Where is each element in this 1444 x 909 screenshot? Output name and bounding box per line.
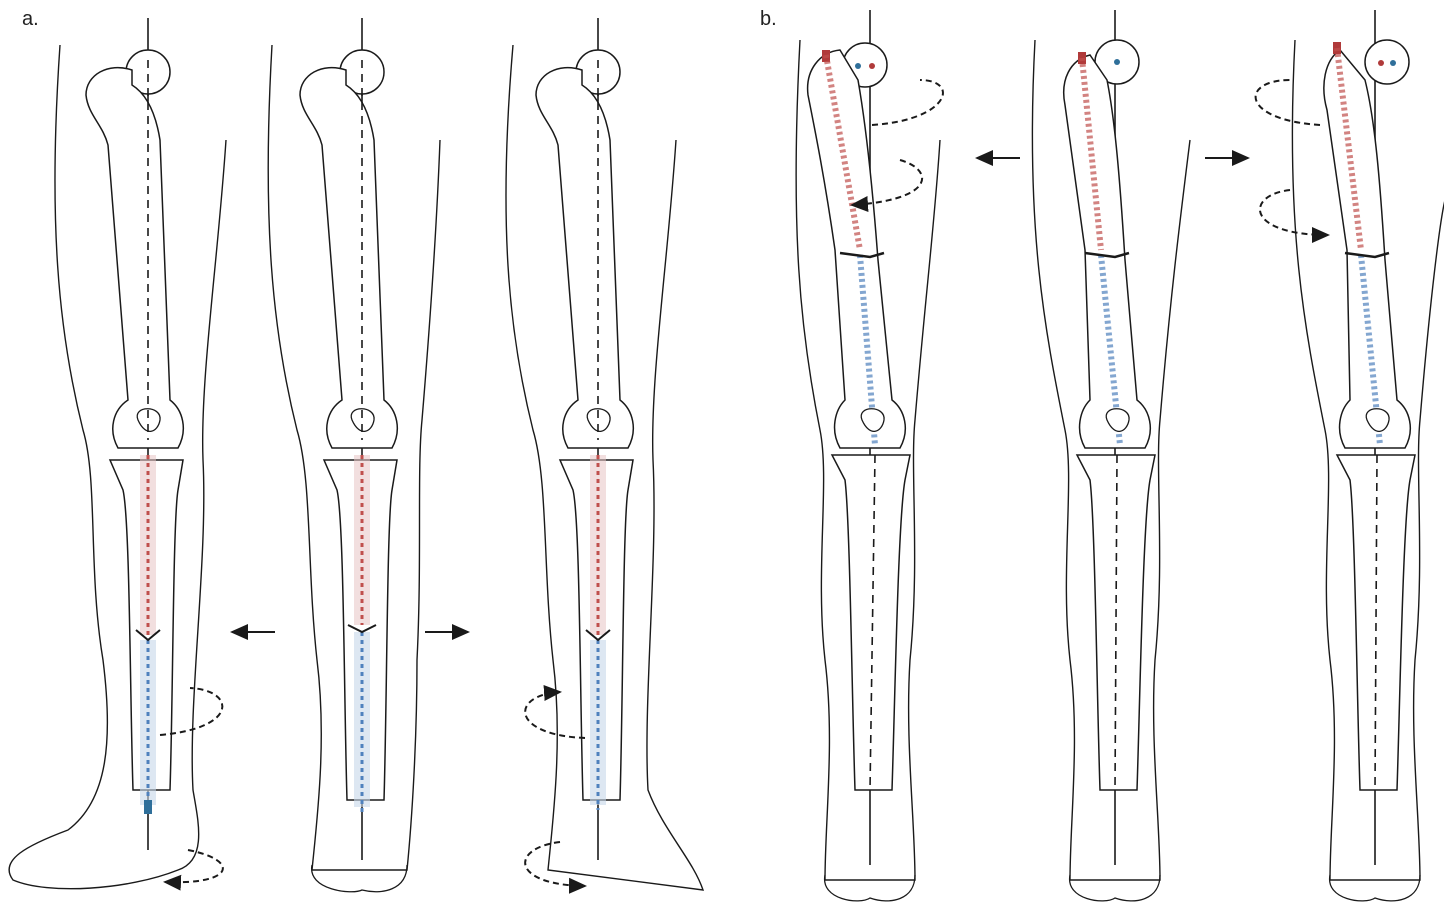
leg-b2 <box>1032 10 1190 901</box>
femur <box>86 68 183 448</box>
leg-a3 <box>506 18 703 890</box>
leg-a2 <box>268 18 440 892</box>
panel-b <box>796 10 1444 901</box>
rotation-arrow <box>525 842 585 886</box>
rotation-arrow <box>1256 80 1320 125</box>
panel-a <box>9 18 703 892</box>
rotation-arrow <box>525 692 585 738</box>
leg-b1 <box>796 10 940 901</box>
leg-a1 <box>9 18 226 889</box>
rotation-arrow <box>872 80 943 125</box>
leg-b3 <box>1292 10 1444 901</box>
rotation-arrow <box>165 850 223 882</box>
